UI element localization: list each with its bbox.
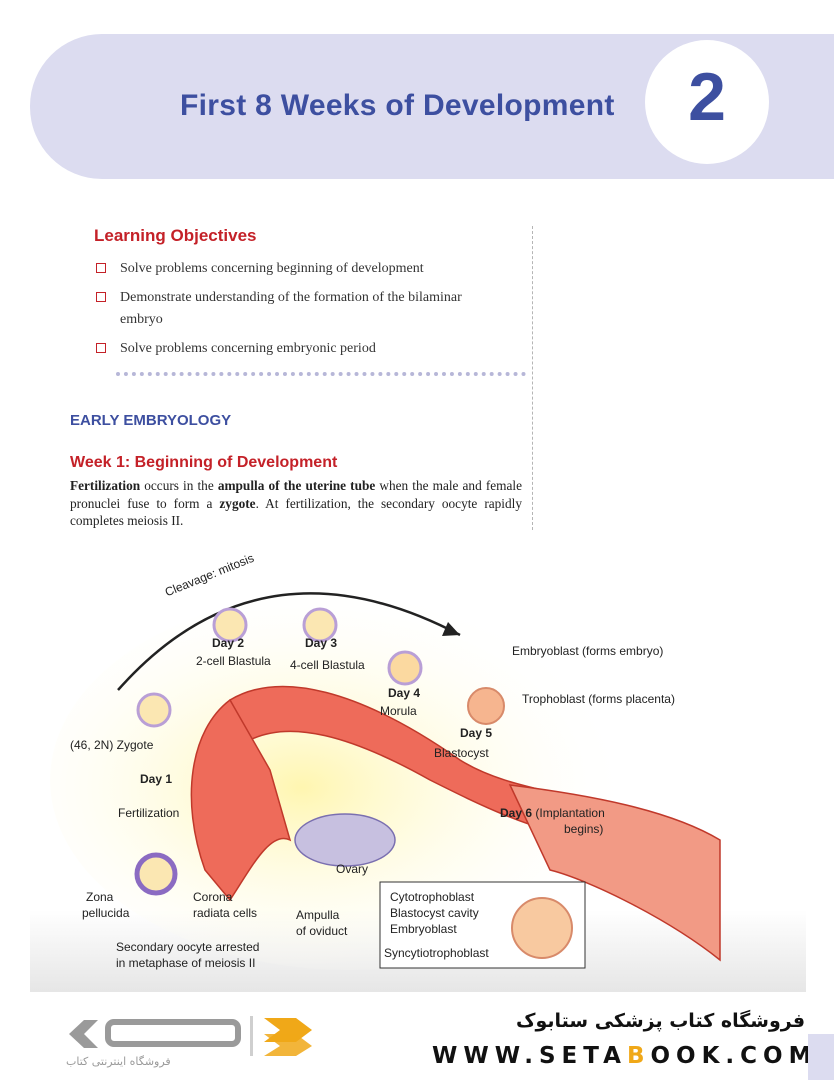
uterus [508,784,721,962]
url-part: OOK.COM [650,1043,818,1069]
footer [0,994,834,1080]
page-side-tab [808,1034,834,1080]
light-glow [50,590,650,970]
day2-label: Day 2 [212,636,245,650]
day6-title: Day 6 [500,806,533,820]
inset-cavity-label: Blastocyst cavity [390,906,479,920]
url-part: SETA [538,1043,627,1069]
url-part-highlight: B [626,1043,651,1069]
embryology-figure: Cleavage: mitosis Day 2 2-cell Blastula … [30,540,806,992]
ovary-label: Ovary [336,862,369,876]
embryoblast-label: Embryoblast (forms embryo) [512,644,664,658]
list-item: Solve problems concerning beginning of d… [96,258,506,280]
objective-text: Solve problems concerning beginning of d… [120,261,424,276]
cleavage-arrow [117,592,461,691]
ampulla-label-2: of oviduct [296,924,348,938]
zona-label-1: Zona [86,890,114,904]
ampulla-label-1: Ampulla [296,908,340,922]
chapter-title: First 8 Weeks of Development [180,89,615,122]
logo-subtitle: فروشگاه اینترنتی کتاب [66,1055,171,1068]
corona-label-2: radiata cells [193,906,258,920]
learning-objectives-list: Solve problems concerning beginning of d… [96,258,506,367]
arrow-head-icon [442,622,460,636]
list-item: Solve problems concerning embryonic peri… [96,338,506,360]
objective-text: Demonstrate understanding of the formati… [120,290,462,327]
inset-cytotrophoblast-label: Cytotrophoblast [390,890,475,904]
morula-cell [387,650,423,686]
learning-objectives-title: Learning Objectives [94,226,257,245]
zygote-cell [136,692,172,728]
inset-blastocyst [511,897,573,959]
store-name: فروشگاه کتاب پزشکی ستابوک [516,1010,806,1032]
text-run: occurs in the [140,478,218,493]
inset-syncytiotrophoblast-label: Syncytiotrophoblast [384,946,489,960]
day2-description: 2-cell Blastula [196,654,271,668]
checkbox-bullet-icon [96,263,106,273]
day4-label: Day 4 [388,686,421,700]
secondary-oocyte-cell [134,852,178,896]
inset-embryoblast-label: Embryoblast [390,922,457,936]
section-heading: EARLY EMBRYOLOGY [70,412,232,429]
chapter-number-badge [645,40,769,164]
list-item: Demonstrate understanding of the formati… [96,287,506,331]
oocyte-label-2: in metaphase of meiosis II [116,956,256,970]
day5-description: Blastocyst [434,746,489,760]
chapter-number: 2 [688,59,726,135]
day1-label: Day 1 [140,772,173,786]
day4-description: Morula [380,704,417,718]
term-ampulla: ampulla of the uterine tube [217,478,376,493]
subsection-heading: Week 1: Beginning of Development [70,454,338,471]
day3-label: Day 3 [305,636,338,650]
fertilization-label: Fertilization [118,806,180,820]
day6-description-2: begins) [564,822,604,836]
store-url[interactable]: WWW.SETABOOK.COM [432,1043,817,1069]
day3-description: 4-cell Blastula [290,658,365,672]
term-zygote: zygote [219,495,256,511]
figure-illustration [30,590,806,992]
four-cell-blastula [302,607,338,643]
setabook-logo [64,1012,324,1061]
blastocyst-cell [467,687,505,725]
zygote-label: (46, 2N) Zygote [70,738,154,752]
term-fertilization: Fertilization [70,478,141,493]
day6-description-1: (Implantation [535,806,605,820]
corona-label-1: Corona [193,890,233,904]
column-divider [532,226,533,530]
text-run: . At fertilization, the secondary oocyte… [70,495,522,529]
fimbriae [190,698,292,902]
dotted-divider [116,372,526,376]
day6-label: Day 6 (Implantation [500,806,605,820]
text-run: when the male and female pronuclei fuse … [70,478,522,511]
objective-text: Solve problems concerning embryonic peri… [120,341,376,356]
url-part: WWW. [432,1043,539,1069]
day5-label: Day 5 [460,726,493,740]
ovary-shape [294,813,396,867]
checkbox-bullet-icon [96,292,106,302]
trophoblast-label: Trophoblast (forms placenta) [522,692,675,706]
two-cell-blastula [212,607,248,643]
body-paragraph: Fertilization occurs in the ampulla of t… [70,477,522,530]
oocyte-label-1: Secondary oocyte arrested [116,940,260,954]
checkbox-bullet-icon [96,343,106,353]
zona-label-2: pellucida [82,906,130,920]
